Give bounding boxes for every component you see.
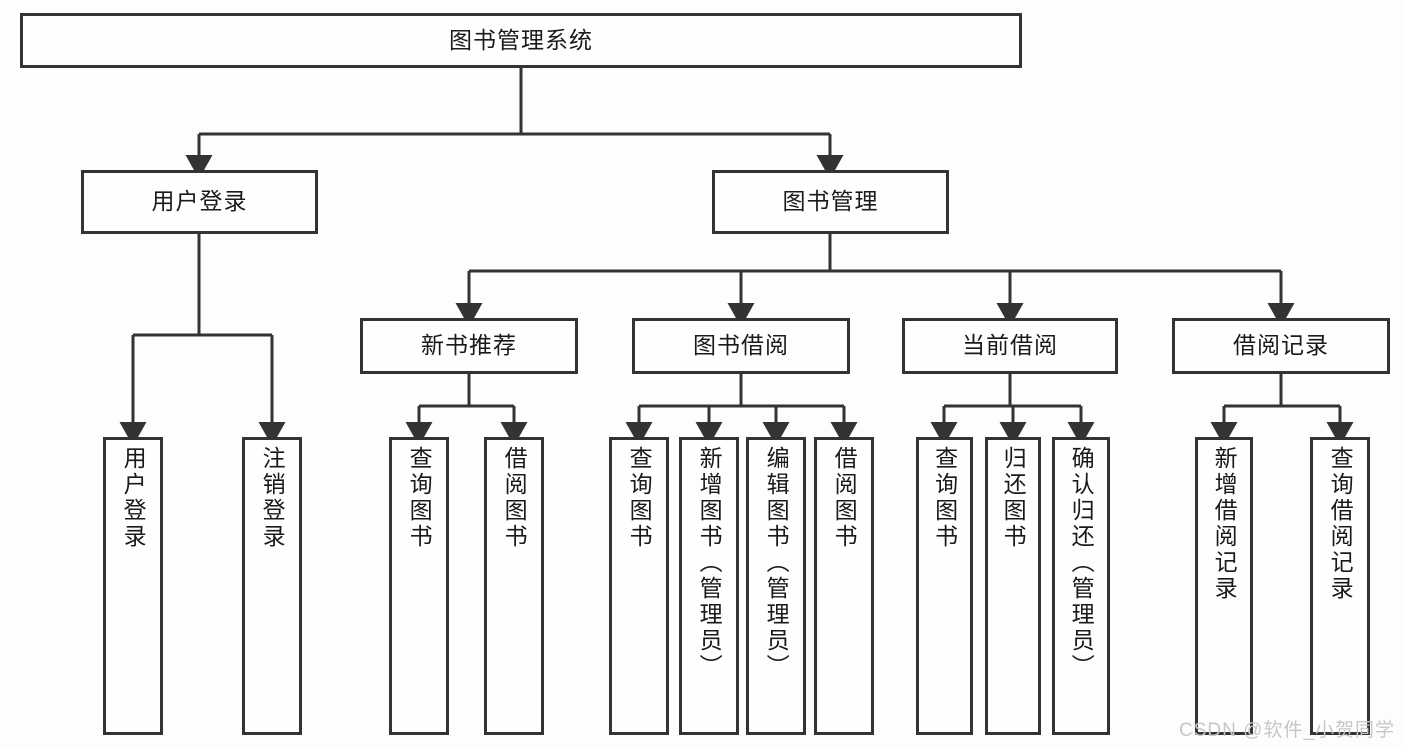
node-leaf-11[interactable]: 新增借阅记录	[1195, 437, 1253, 735]
node-leaf-3[interactable]: 借阅图书	[484, 437, 544, 735]
node-label: 新书推荐	[421, 332, 517, 359]
node-label: 借阅图书	[501, 446, 528, 550]
node-label: 归还图书	[1000, 446, 1027, 550]
node-label: 图书管理系统	[449, 26, 593, 53]
node-label: 注销登录	[259, 446, 286, 550]
watermark-text: CSDN @软件_小贺同学	[1179, 720, 1395, 741]
node-level2-3[interactable]: 借阅记录	[1172, 318, 1390, 374]
node-leaf-5[interactable]: 新增图书（管理员）	[679, 437, 739, 735]
node-label: 当前借阅	[962, 332, 1058, 359]
node-level2-1[interactable]: 图书借阅	[632, 318, 850, 374]
node-label: 查询图书	[406, 446, 433, 550]
node-leaf-8[interactable]: 查询图书	[916, 437, 973, 735]
node-label: 图书管理	[782, 188, 879, 215]
node-level2-0[interactable]: 新书推荐	[360, 318, 578, 374]
node-leaf-10[interactable]: 确认归还（管理员）	[1052, 437, 1110, 735]
node-leaf-1[interactable]: 注销登录	[242, 437, 302, 735]
node-label: 查询图书	[931, 446, 958, 550]
node-label: 用户登录	[120, 446, 147, 550]
node-label: 查询图书	[626, 446, 653, 550]
node-label: 图书借阅	[693, 332, 789, 359]
node-label: 新增借阅记录	[1211, 446, 1238, 602]
node-label: 用户登录	[151, 188, 248, 215]
node-label: 借阅图书	[831, 446, 858, 550]
node-leaf-12[interactable]: 查询借阅记录	[1310, 437, 1370, 735]
node-leaf-0[interactable]: 用户登录	[103, 437, 163, 735]
node-leaf-2[interactable]: 查询图书	[389, 437, 449, 735]
node-leaf-4[interactable]: 查询图书	[609, 437, 669, 735]
node-label: 编辑图书（管理员）	[763, 446, 790, 680]
node-label: 查询借阅记录	[1327, 446, 1354, 602]
node-label: 新增图书（管理员）	[696, 446, 723, 680]
node-label: 借阅记录	[1233, 332, 1329, 359]
node-leaf-9[interactable]: 归还图书	[985, 437, 1041, 735]
node-root[interactable]: 图书管理系统	[20, 13, 1022, 68]
node-level1-1[interactable]: 图书管理	[712, 170, 949, 234]
node-level2-2[interactable]: 当前借阅	[902, 318, 1118, 374]
node-leaf-7[interactable]: 借阅图书	[814, 437, 874, 735]
node-label: 确认归还（管理员）	[1068, 446, 1095, 680]
node-level1-0[interactable]: 用户登录	[81, 170, 318, 234]
node-leaf-6[interactable]: 编辑图书（管理员）	[746, 437, 806, 735]
